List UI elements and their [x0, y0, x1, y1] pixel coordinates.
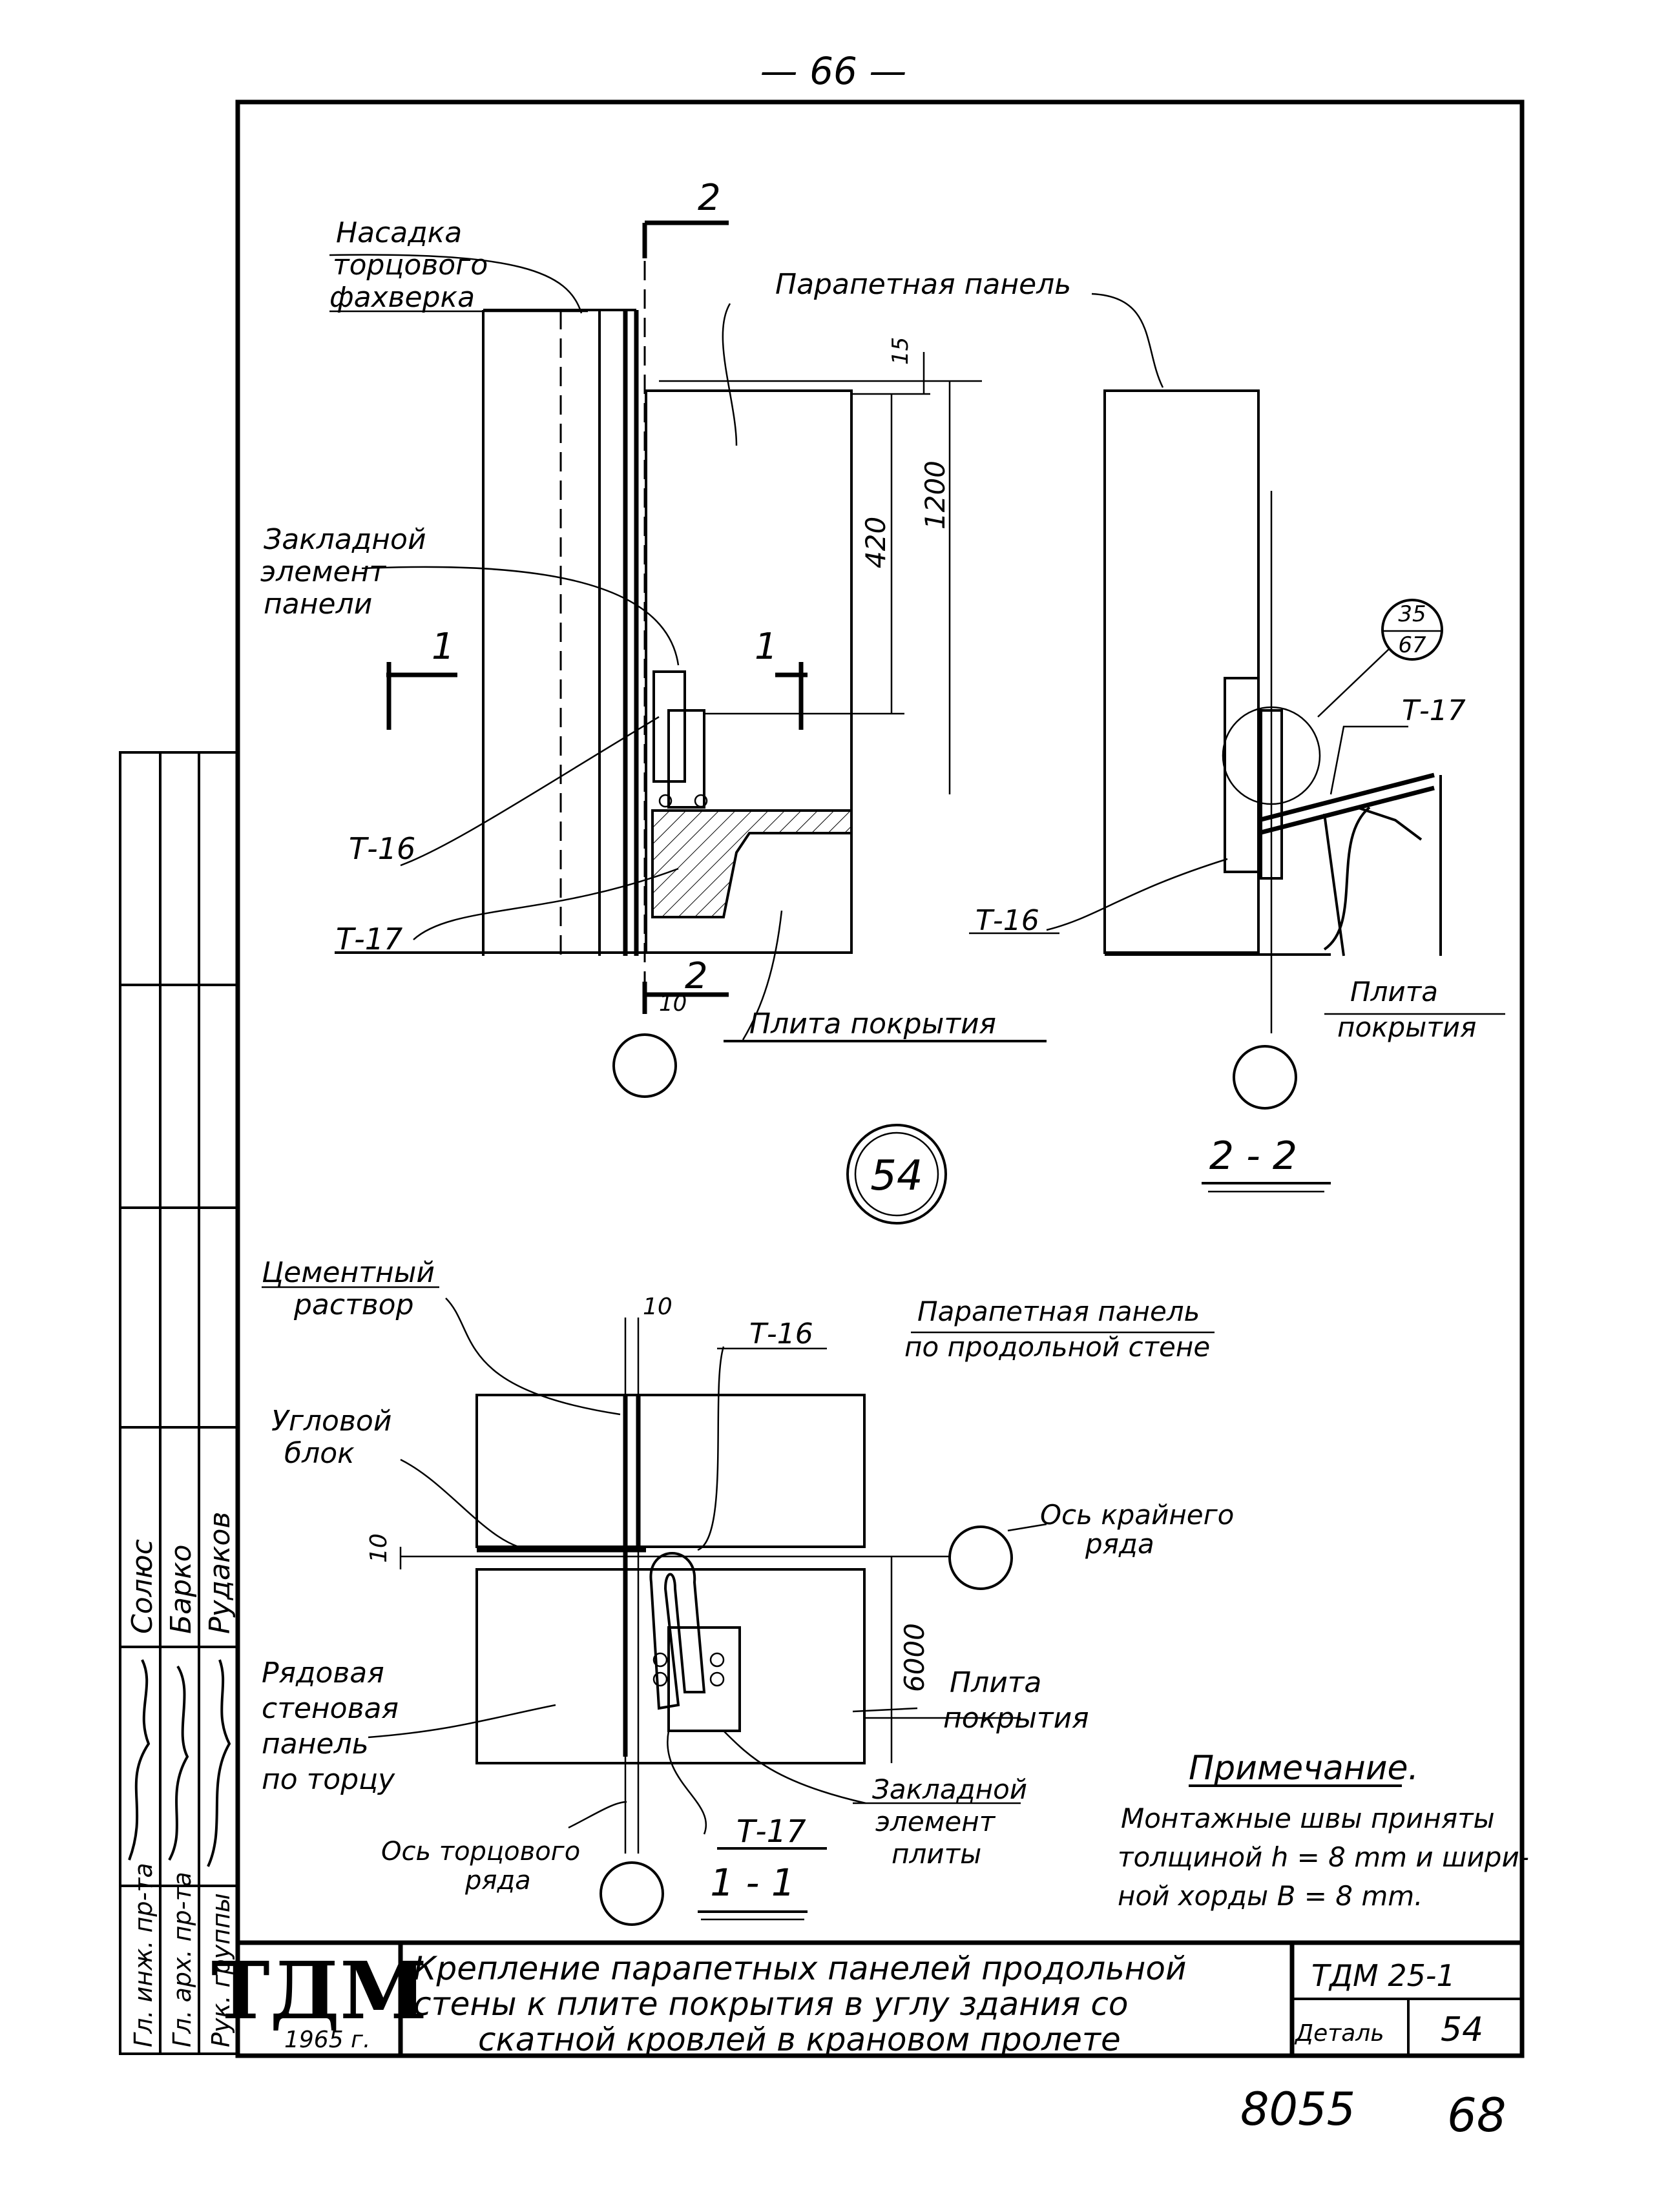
detail-balloon-number: 54: [870, 1152, 923, 1200]
axis-bubble-right: [1233, 1045, 1297, 1110]
label-plita-plan-1: Плита: [950, 1666, 1041, 1699]
note-block: Примечание. Монтажные швы приняты толщин…: [1118, 1749, 1529, 1912]
dim-420: 420: [860, 517, 892, 568]
year-label: 1965 г.: [284, 2027, 370, 2053]
page-number: — 66 —: [760, 49, 907, 93]
section-1-1-title: 1 - 1: [710, 1861, 795, 1905]
label-os-krainego-1: Ось крайнего: [1040, 1499, 1234, 1531]
stamp-name-3: Рудаков: [203, 1512, 236, 1634]
logo-tdm: ТДМ: [211, 1944, 427, 2037]
signature-3: [207, 1659, 231, 1867]
label-zakladnoy-plity-2: элемент: [875, 1806, 996, 1837]
label-parapet-plan-2: по продольной стене: [904, 1331, 1210, 1363]
stamp-role-1: Гл. инж. пр-та: [129, 1863, 158, 2047]
section-1-right-label: 1: [755, 626, 778, 668]
detail-balloon-inner: [854, 1132, 939, 1217]
detail-balloon-outer: [846, 1124, 947, 1225]
reference-bubble-top: 35: [1398, 601, 1426, 627]
section-2-2-view: 35 67 Т-17 Т-16 Плита покрытия 2 - 2: [969, 293, 1505, 1193]
roof-slab-section: [651, 809, 853, 918]
label-plita-left: Плита покрытия: [749, 1008, 996, 1040]
dim-10-left-plan: 10: [366, 1533, 392, 1563]
section-2-2-title: 2 - 2: [1209, 1133, 1297, 1179]
section-1-1-view: 10 10 6000 Цементный раствор Угловой бло…: [262, 1256, 1234, 1926]
footer-sheet-number: 68: [1447, 2088, 1507, 2142]
label-t17-plan: Т-17: [736, 1814, 806, 1850]
label-ryadovaya-3: панель: [262, 1728, 369, 1761]
reference-bubble-bottom: 67: [1398, 632, 1426, 658]
label-plita-right-2: покрытия: [1337, 1011, 1476, 1043]
detail-label: Деталь: [1294, 2020, 1384, 2047]
signature-2: [168, 1665, 189, 1861]
dim-10-left: 10: [659, 991, 687, 1017]
note-line-2: толщиной h = 8 mm и шири-: [1118, 1841, 1529, 1873]
label-zakladnoy-2: элемент: [260, 555, 386, 588]
label-os-torcovogo-1: Ось торцового: [381, 1837, 580, 1866]
label-t17-left: Т-17: [336, 922, 402, 956]
label-t16-plan: Т-16: [749, 1318, 813, 1350]
label-t17-right: Т-17: [1402, 694, 1466, 727]
section-2-bottom-label: 2: [685, 955, 708, 997]
section-1-left-label: 1: [432, 626, 455, 668]
detail-number: 54: [1441, 2010, 1483, 2049]
label-t16-left: Т-16: [349, 831, 415, 866]
axis-bubble-left: [612, 1033, 677, 1098]
stamp-name-2: Барко: [165, 1544, 198, 1634]
label-os-torcovogo-2: ряда: [464, 1866, 531, 1896]
label-uglovoy-1: Угловой: [271, 1405, 391, 1438]
dim-10-top: 10: [643, 1294, 673, 1320]
label-zakladnoy-plity-3: плиты: [892, 1838, 981, 1870]
parapet-panel: [645, 389, 853, 954]
title-line-1: Крепление парапетных панелей продольной: [413, 1950, 1186, 1987]
dim-6000: 6000: [899, 1623, 930, 1692]
label-os-krainego-2: ряда: [1085, 1528, 1154, 1560]
label-zakladnoy-plity-1: Закладной: [872, 1773, 1027, 1805]
reference-bubble: [1381, 599, 1443, 661]
label-ryadovaya-4: по торцу: [262, 1763, 395, 1796]
label-nasadka-2: торцового: [333, 249, 488, 282]
label-cement-1: Цементный: [262, 1256, 435, 1289]
axis-bubble-torcovogo: [600, 1861, 664, 1926]
label-zakladnoy-1: Закладной: [264, 523, 426, 556]
footer-stamp-number: 8055: [1240, 2083, 1355, 2136]
label-zakladnoy-3: панели: [264, 588, 372, 621]
stamp-role-2: Гл. арх. пр-та: [168, 1872, 196, 2047]
title-line-2: стены к плите покрытия в углу здания со: [413, 1985, 1128, 2023]
note-line-1: Монтажные швы приняты: [1121, 1803, 1495, 1834]
side-stamp: Гл. инж. пр-та Гл. арх. пр-та Рук. групп…: [119, 751, 239, 2055]
label-parapet-plan-1: Парапетная панель: [917, 1296, 1200, 1327]
axis-bubble-krainego: [948, 1525, 1013, 1590]
signature-1: [128, 1659, 151, 1861]
section-2-top-label: 2: [698, 177, 721, 219]
label-plita-plan-2: покрытия: [943, 1702, 1089, 1735]
label-t16-right: Т-16: [975, 904, 1039, 937]
title-line-3: скатной кровлей в крановом пролете: [478, 2021, 1121, 2058]
label-plita-right-1: Плита: [1350, 976, 1438, 1008]
title-block: ТДМ 1965 г. Крепление парапетных панелей…: [211, 1940, 1522, 2058]
label-ryadovaya-1: Рядовая: [262, 1657, 384, 1690]
note-title: Примечание.: [1189, 1749, 1419, 1788]
label-uglovoy-2: блок: [284, 1437, 355, 1470]
dim-1200: 1200: [919, 460, 951, 530]
label-nasadka-1: Насадка: [336, 216, 462, 249]
label-parapet-panel: Парапетная панель: [775, 268, 1071, 301]
note-line-3: ной хорды B = 8 mm.: [1118, 1880, 1423, 1912]
title-code: ТДМ 25-1: [1311, 1958, 1455, 1993]
dim-15: 15: [888, 337, 913, 365]
stamp-role-3: Рук. группы: [207, 1893, 235, 2047]
label-nasadka-3: фахверка: [329, 281, 475, 314]
label-ryadovaya-2: стеновая: [262, 1692, 399, 1725]
stamp-name-1: Солюс: [126, 1539, 159, 1634]
label-cement-2: раствор: [293, 1288, 414, 1321]
left-elevation-view: 2 2 15 420 1200 10 1 1: [260, 177, 1071, 1098]
